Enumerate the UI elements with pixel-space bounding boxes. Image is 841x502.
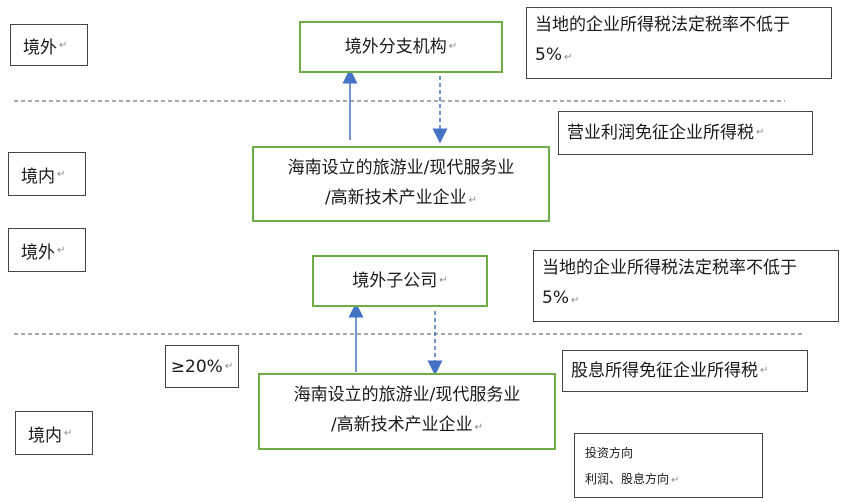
subsidiary-tax-note: 当地的企业所得税法定税率不低于 5%↵: [533, 250, 839, 322]
domestic-label-top: 境内↵: [8, 152, 86, 196]
overseas-branch-box: 境外分支机构↵: [299, 21, 503, 73]
hainan-company-box-top: 海南设立的旅游业/现代服务业 /高新技术产业企业↵: [252, 146, 550, 222]
dividend-note: 股息所得免征企业所得税↵: [562, 350, 808, 392]
overseas-label-bottom: 境外↵: [8, 228, 86, 272]
overseas-label-top: 境外↵: [10, 24, 88, 66]
legend-solid: 投资方向: [585, 446, 634, 460]
shareholding-label: ≥20%↵: [165, 345, 239, 388]
legend: 投资方向 利润、股息方向↵: [574, 433, 763, 498]
domestic-label-bottom: 境内↵: [15, 411, 93, 455]
hainan-company-box-bottom: 海南设立的旅游业/现代服务业 /高新技术产业企业↵: [258, 373, 556, 450]
branch-tax-note: 当地的企业所得税法定税率不低于 5%↵: [526, 7, 832, 79]
operating-profit-note: 营业利润免征企业所得税↵: [558, 111, 813, 155]
legend-dashed: 利润、股息方向↵: [585, 472, 680, 486]
overseas-subsidiary-box: 境外子公司↵: [312, 255, 488, 307]
